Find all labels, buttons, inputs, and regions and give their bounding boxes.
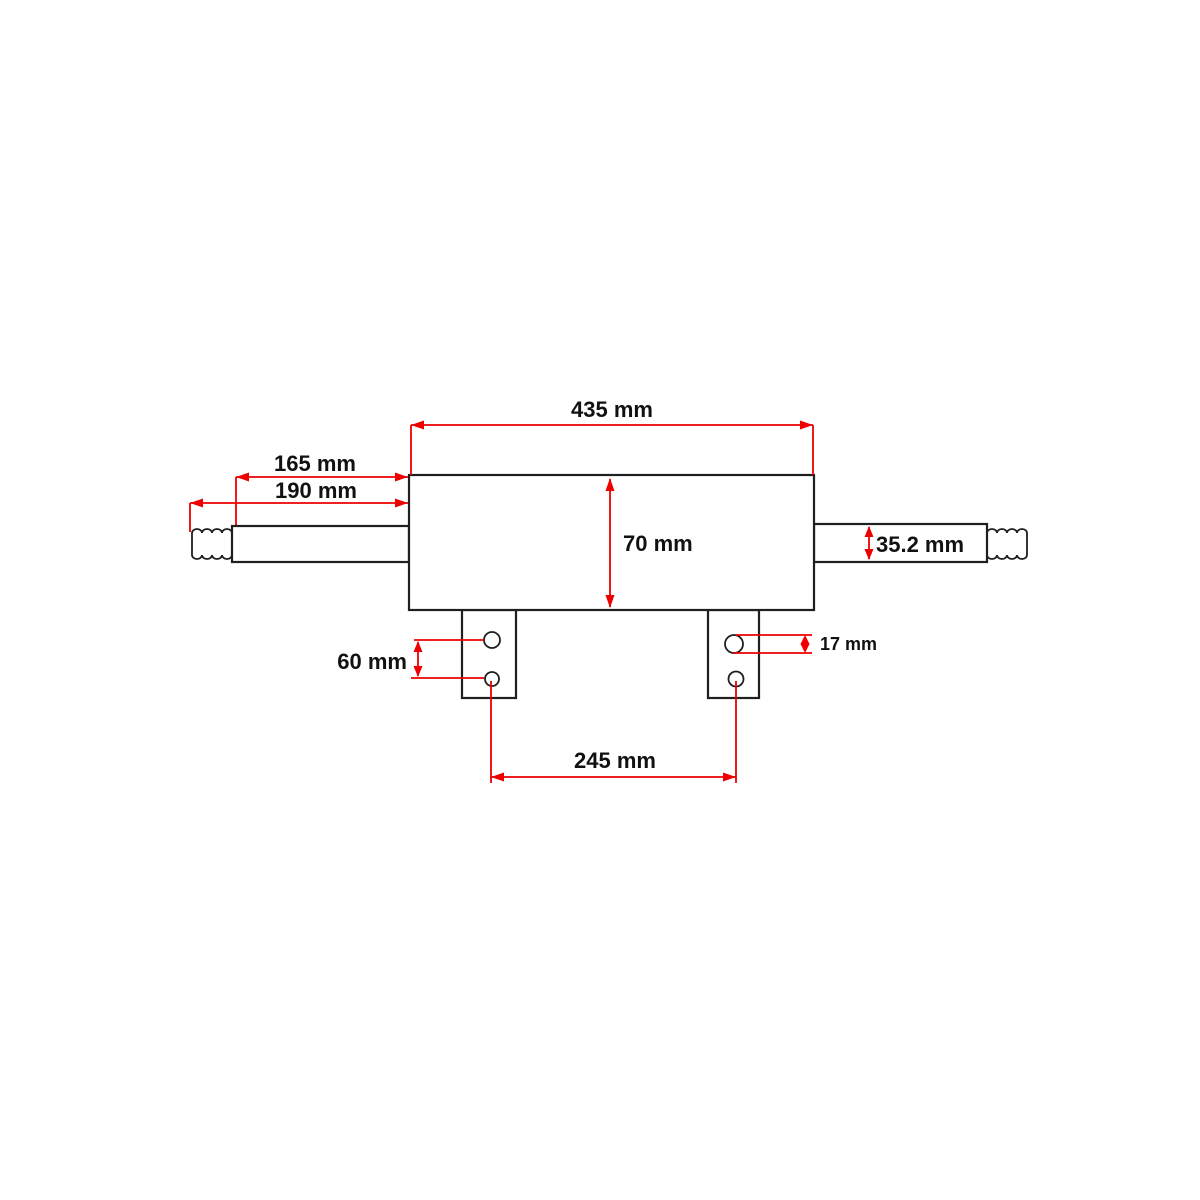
bolt-hole-right-upper (724, 634, 744, 654)
arrow-right-icon (800, 420, 813, 430)
arrow-left-icon (190, 498, 203, 508)
left-threaded-tip (191, 528, 233, 560)
arrow-down-icon (413, 666, 423, 677)
left-inner-shaft (230, 524, 411, 564)
dim-bracket-distance: 245 mm (490, 681, 737, 783)
dim-17-label: 17 mm (820, 634, 877, 654)
dim-245-label: 245 mm (574, 748, 656, 773)
bolt-hole-left-lower (484, 671, 500, 687)
arrow-left-icon (491, 772, 504, 782)
arrow-right-icon (395, 472, 408, 482)
arrow-down-icon (605, 595, 615, 608)
arrow-down-icon (864, 549, 874, 560)
dim-left-shaft-exposed: 165 mm (235, 451, 408, 525)
dim-body-height: 70 mm (605, 478, 693, 608)
arrow-right-icon (723, 772, 736, 782)
arrow-up-icon (605, 478, 615, 491)
dim-left-shaft-total: 190 mm (189, 478, 408, 532)
main-body (407, 473, 816, 612)
dim-right-shaft-height: 35.2 mm (864, 526, 964, 560)
arrow-left-icon (411, 420, 424, 430)
double-arrow-icon (800, 635, 810, 653)
arrow-up-icon (413, 641, 423, 652)
bolt-hole-left-upper (483, 631, 501, 649)
arrow-left-icon (236, 472, 249, 482)
dim-hole-diameter: 17 mm (733, 634, 877, 654)
dim-hole-spacing: 60 mm (337, 639, 484, 679)
dim-overall-label: 435 mm (571, 397, 653, 422)
dim-overall-length: 435 mm (410, 397, 814, 475)
dim-190-label: 190 mm (275, 478, 357, 503)
right-threaded-tip (986, 528, 1028, 560)
dim-70-label: 70 mm (623, 531, 693, 556)
part-outlines (191, 473, 1028, 700)
arrow-right-icon (395, 498, 408, 508)
dim-60-label: 60 mm (337, 649, 407, 674)
dim-352-label: 35.2 mm (876, 532, 964, 557)
dim-165-label: 165 mm (274, 451, 356, 476)
arrow-up-icon (864, 526, 874, 537)
